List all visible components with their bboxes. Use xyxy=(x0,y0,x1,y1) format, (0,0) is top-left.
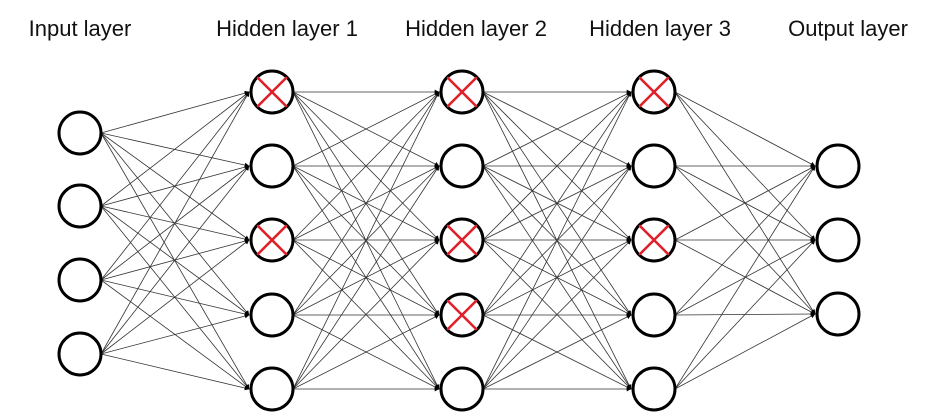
neuron-layer2-4 xyxy=(439,366,485,412)
neuron-layer2-3 xyxy=(439,292,485,338)
neuron-layer1-1 xyxy=(249,143,295,189)
connection-l3-4-to-l4-2 xyxy=(674,313,816,390)
neuron-circle xyxy=(631,143,677,189)
neuron-layer4-1 xyxy=(815,217,861,263)
neuron-layer3-0 xyxy=(631,69,677,115)
neuron-layer1-2 xyxy=(249,217,295,263)
connection-l0-3-to-l1-3 xyxy=(100,313,250,355)
neuron-circle xyxy=(815,291,861,337)
neuron-layer4-0 xyxy=(815,143,861,189)
neuron-circle xyxy=(57,331,103,377)
connection-l1-4-to-l2-2 xyxy=(292,239,440,390)
connection-l0-3-to-l1-4 xyxy=(100,353,250,391)
connection-l0-2-to-l1-0 xyxy=(100,91,250,281)
connection-l2-4-to-l3-1 xyxy=(482,165,632,390)
connection-l3-4-to-l4-0 xyxy=(674,165,816,390)
connection-l1-1-to-l2-0 xyxy=(292,91,440,167)
connection-l0-0-to-l1-0 xyxy=(100,90,250,134)
neuron-circle xyxy=(57,110,103,156)
neuron-circle xyxy=(249,292,295,338)
neuron-layer0-1 xyxy=(57,183,103,229)
neuron-circle xyxy=(631,366,677,412)
neuron-layer2-0 xyxy=(439,69,485,115)
neuron-layer3-1 xyxy=(631,143,677,189)
neuron-layer0-0 xyxy=(57,110,103,156)
layer-labels: Input layer Hidden layer 1 Hidden layer … xyxy=(29,16,908,41)
neuron-circle xyxy=(249,366,295,412)
connection-l3-0-to-l4-0 xyxy=(674,91,816,167)
connection-l2-4-to-l3-2 xyxy=(482,239,632,390)
neuron-layer3-3 xyxy=(631,292,677,338)
neuron-layer4-2 xyxy=(815,291,861,337)
layer-label-hidden-3: Hidden layer 3 xyxy=(589,16,731,41)
connection-l1-4-to-l2-3 xyxy=(292,314,440,390)
connection-l2-2-to-l3-0 xyxy=(482,91,632,241)
red-x-icon xyxy=(446,224,478,256)
layer-label-hidden-2: Hidden layer 2 xyxy=(405,16,547,41)
connection-l0-1-to-l1-0 xyxy=(100,91,250,207)
connection-l0-3-to-l1-2 xyxy=(100,239,250,355)
red-x-icon xyxy=(638,76,670,108)
connection-l0-0-to-l1-3 xyxy=(100,132,250,316)
neuron-circle xyxy=(439,143,485,189)
neuron-layer3-4 xyxy=(631,366,677,412)
neuron-layer1-3 xyxy=(249,292,295,338)
connection-l0-3-to-l1-1 xyxy=(100,165,250,355)
neuron-circle xyxy=(57,257,103,303)
red-x-icon xyxy=(446,76,478,108)
neuron-layer2-2 xyxy=(439,217,485,263)
layer-label-output: Output layer xyxy=(788,16,908,41)
red-x-icon xyxy=(256,76,288,108)
connection-l2-4-to-l3-3 xyxy=(482,314,632,390)
connection-l0-3-to-l1-0 xyxy=(100,91,250,355)
neuron-layer0-2 xyxy=(57,257,103,303)
layer-label-hidden-1: Hidden layer 1 xyxy=(216,16,358,41)
connections xyxy=(100,89,816,392)
connection-l2-4-to-l3-0 xyxy=(482,91,632,390)
neuron-circle xyxy=(439,366,485,412)
connection-l2-3-to-l3-0 xyxy=(482,91,632,316)
neuron-circle xyxy=(249,143,295,189)
neuron-layer2-1 xyxy=(439,143,485,189)
neuron-circle xyxy=(631,292,677,338)
connection-l1-3-to-l2-0 xyxy=(292,91,440,316)
red-x-icon xyxy=(638,224,670,256)
neurons xyxy=(57,69,861,412)
neuron-layer1-4 xyxy=(249,366,295,412)
connection-l3-3-to-l4-0 xyxy=(674,165,816,316)
neuron-circle xyxy=(815,217,861,263)
neuron-layer0-3 xyxy=(57,331,103,377)
connection-l1-4-to-l2-0 xyxy=(292,91,440,390)
connection-l3-2-to-l4-0 xyxy=(674,165,816,241)
connection-l2-1-to-l3-0 xyxy=(482,91,632,167)
layer-label-input: Input layer xyxy=(29,16,132,41)
neuron-layer1-0 xyxy=(249,69,295,115)
connection-l1-2-to-l2-0 xyxy=(292,91,440,241)
connection-l3-4-to-l4-1 xyxy=(674,239,816,390)
connection-l1-4-to-l2-1 xyxy=(292,165,440,390)
red-x-icon xyxy=(256,224,288,256)
neuron-circle xyxy=(815,143,861,189)
red-x-icon xyxy=(446,299,478,331)
connection-l0-0-to-l1-4 xyxy=(100,132,250,390)
neuron-circle xyxy=(57,183,103,229)
neuron-layer3-2 xyxy=(631,217,677,263)
